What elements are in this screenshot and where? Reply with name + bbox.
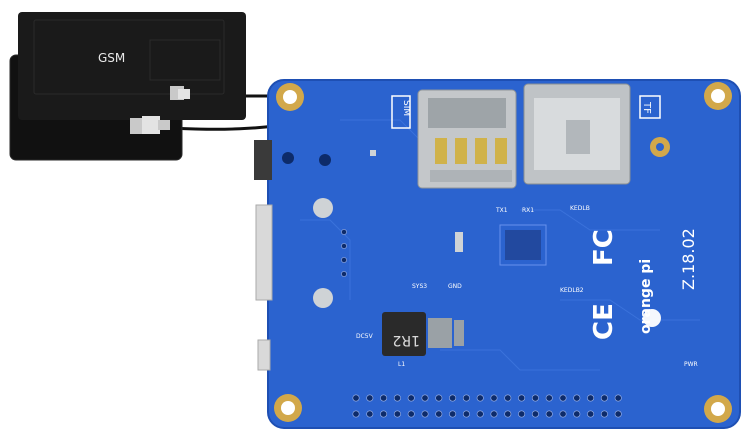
header-pin: [504, 394, 512, 402]
header-pin: [587, 394, 595, 402]
gsm-label: GSM: [98, 51, 125, 65]
header-pin: [435, 410, 443, 418]
header-pin: [545, 394, 553, 402]
header-pin: [600, 394, 608, 402]
inductor-label: 1R2: [392, 332, 420, 348]
header-pin: [407, 394, 415, 402]
header-pin: [352, 394, 360, 402]
header-pin: [573, 410, 581, 418]
header-pin: [490, 410, 498, 418]
silk-gnd: GND: [448, 283, 462, 290]
header-pin: [531, 394, 539, 402]
header-pin: [366, 394, 374, 402]
small-silk-labels: SYS3 GND DC5V L1 TX1 RX1 KEDLB KEDLB2 PW…: [356, 205, 698, 368]
silk-l1: L1: [398, 361, 405, 368]
gsm-antenna-front: [18, 12, 246, 120]
header-pin: [380, 410, 388, 418]
gpio-pin-header: [352, 394, 622, 418]
header-pin: [587, 410, 595, 418]
header-pin: [504, 410, 512, 418]
header-pin: [614, 410, 622, 418]
silk-sys3: SYS3: [412, 283, 427, 290]
silk-kedlb: KEDLB: [570, 205, 590, 212]
components: [282, 150, 547, 308]
fcc-logo: FC: [589, 229, 619, 266]
sim-silkscreen: [391, 95, 411, 129]
header-pin: [476, 394, 484, 402]
header-pin: [518, 394, 526, 402]
mounting-holes: [274, 82, 732, 423]
header-pin: [421, 410, 429, 418]
header-pin: [518, 410, 526, 418]
model-marking: Z.18.02: [679, 228, 698, 290]
inductor-1r2: [382, 312, 464, 356]
silk-rx1: RX1: [522, 207, 534, 214]
header-pin: [490, 394, 498, 402]
side-pin: [341, 271, 347, 277]
sim-label: SIM: [401, 100, 411, 116]
side-pin-row: [341, 229, 347, 277]
sim-card-slot: [417, 89, 517, 189]
side-pin: [341, 229, 347, 235]
header-pin: [559, 410, 567, 418]
side-connectors: [254, 140, 273, 371]
tf-silkscreen: [639, 95, 661, 119]
header-pin: [462, 394, 470, 402]
header-pin: [393, 410, 401, 418]
header-pin: [393, 394, 401, 402]
header-pin: [573, 394, 581, 402]
header-pin: [380, 394, 388, 402]
side-pin: [341, 243, 347, 249]
ce-logo: CE: [589, 303, 619, 340]
header-pin: [366, 410, 374, 418]
header-pin: [462, 410, 470, 418]
header-pin: [531, 410, 539, 418]
silk-pwr: PWR: [684, 361, 698, 368]
header-pin: [435, 394, 443, 402]
header-pin: [614, 394, 622, 402]
ufl-connectors: [130, 86, 190, 134]
silk-tx1: TX1: [495, 207, 508, 214]
header-pin: [559, 394, 567, 402]
header-pin: [449, 410, 457, 418]
tf-label: TF: [641, 101, 652, 114]
header-pin: [600, 410, 608, 418]
side-pin: [341, 257, 347, 263]
orange-pi-icon: [643, 309, 661, 327]
silk-kedlb2: KEDLB2: [560, 287, 584, 294]
header-pin: [545, 410, 553, 418]
header-pin: [407, 410, 415, 418]
header-pin: [352, 410, 360, 418]
header-pin: [476, 410, 484, 418]
header-pin: [449, 394, 457, 402]
silk-dc5v: DC5V: [356, 333, 374, 340]
header-pin: [421, 394, 429, 402]
tf-card-slot: [523, 83, 631, 185]
